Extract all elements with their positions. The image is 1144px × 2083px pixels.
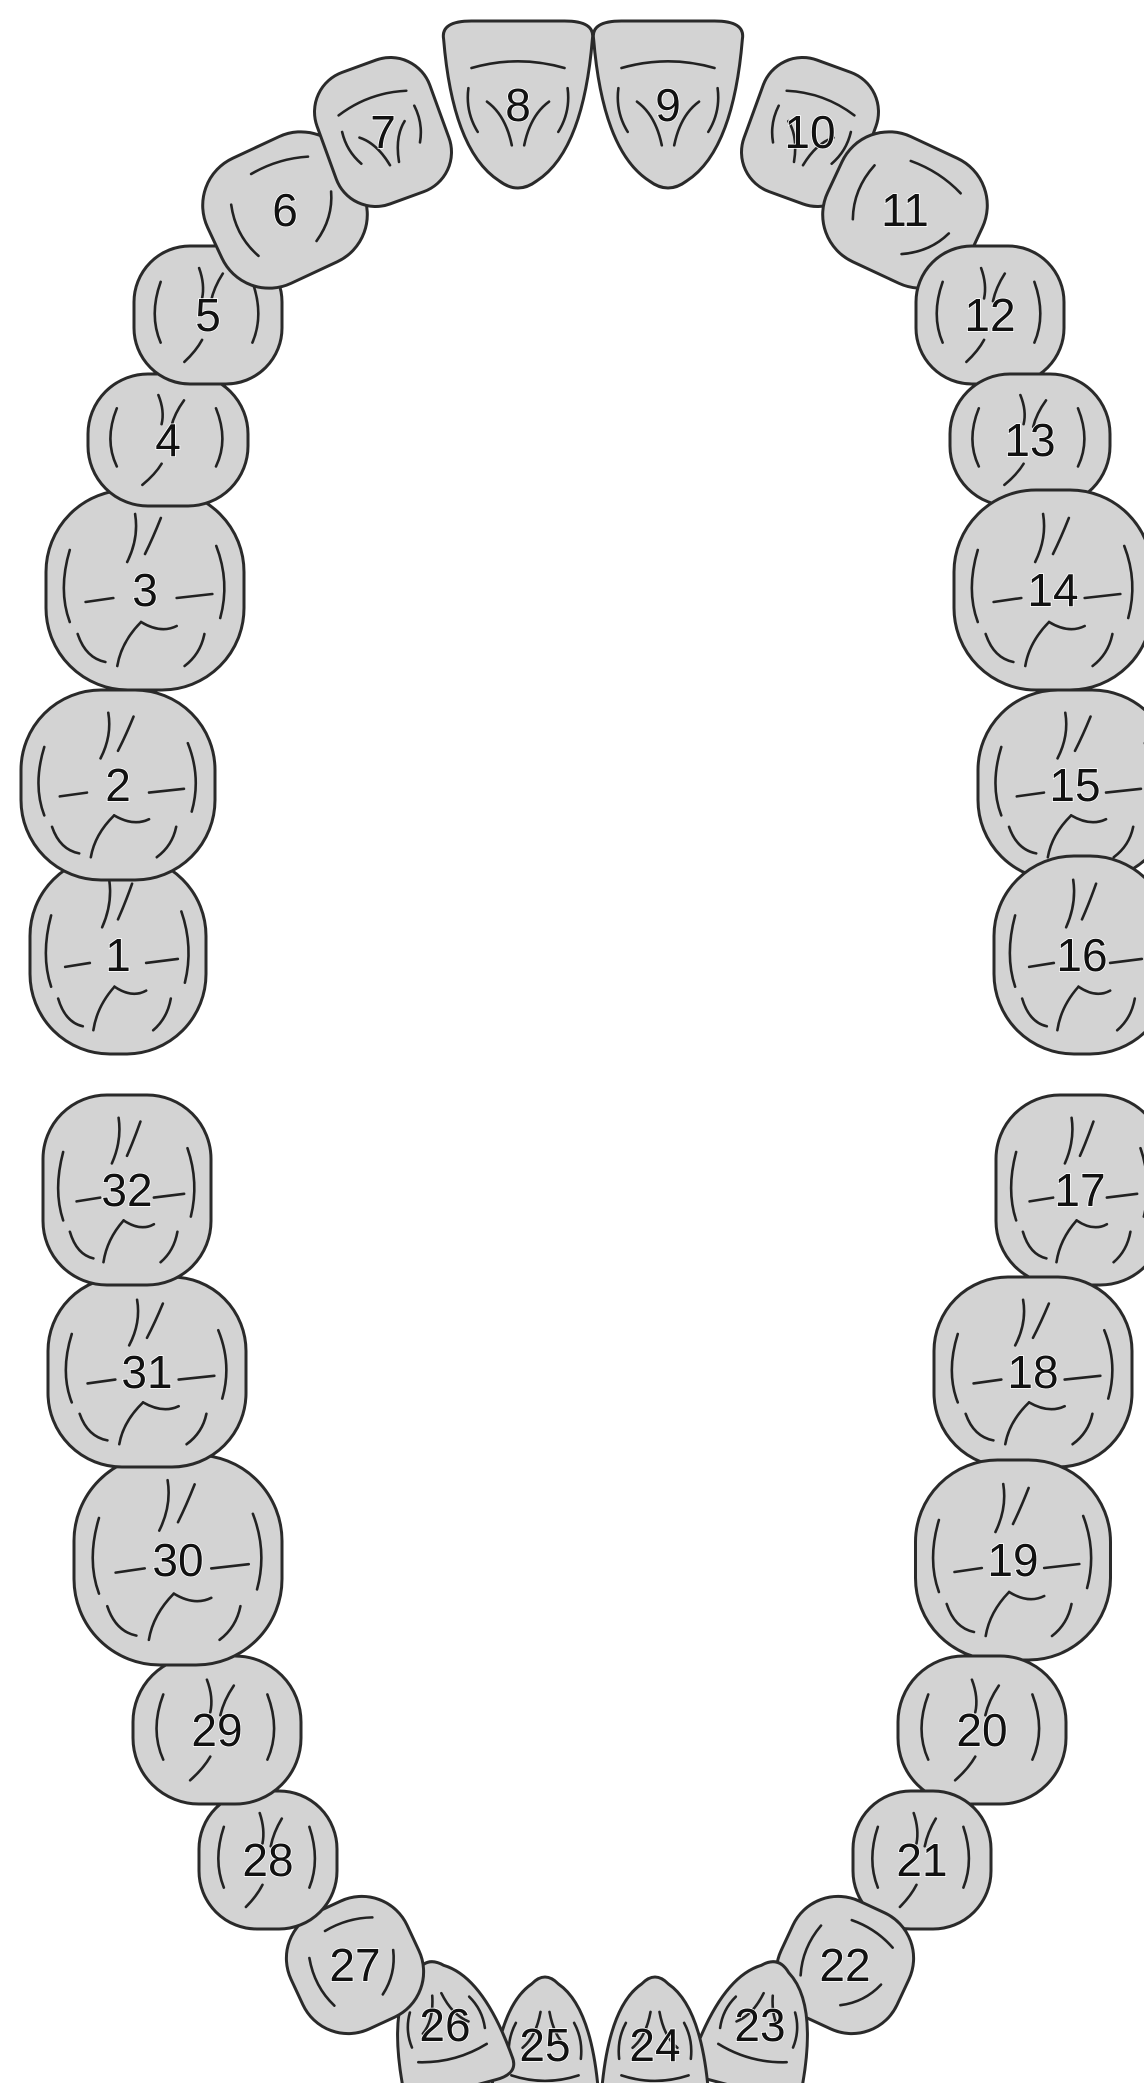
tooth-2[interactable]: 2 [21,690,215,880]
tooth-number-label: 9 [655,79,681,131]
tooth-number-label: 1 [105,929,131,981]
tooth-number-label: 16 [1056,929,1107,981]
tooth-number-label: 7 [370,106,396,158]
tooth-29[interactable]: 29 [133,1656,301,1804]
tooth-number-label: 23 [734,1999,785,2051]
tooth-1[interactable]: 1 [30,856,206,1054]
tooth-number-label: 25 [519,2019,570,2071]
tooth-number-label: 8 [505,79,531,131]
teeth-group: 1234567891011121314151617181920212223242… [21,21,1144,2083]
tooth-12[interactable]: 12 [916,246,1064,384]
tooth-17[interactable]: 17 [996,1095,1144,1285]
tooth-32[interactable]: 32 [43,1095,211,1285]
tooth-24[interactable]: 24 [601,1977,709,2083]
tooth-8[interactable]: 8 [443,21,592,188]
tooth-number-label: 14 [1027,564,1078,616]
tooth-number-label: 31 [121,1346,172,1398]
tooth-number-label: 22 [819,1939,870,1991]
tooth-number-label: 4 [155,414,181,466]
tooth-number-label: 24 [629,2019,680,2071]
tooth-14[interactable]: 14 [954,490,1144,690]
tooth-31[interactable]: 31 [48,1277,246,1467]
tooth-number-label: 32 [101,1164,152,1216]
tooth-number-label: 20 [956,1704,1007,1756]
tooth-number-label: 5 [195,289,221,341]
tooth-number-label: 29 [191,1704,242,1756]
tooth-20[interactable]: 20 [898,1656,1066,1804]
tooth-number-label: 2 [105,759,131,811]
tooth-18[interactable]: 18 [934,1277,1132,1467]
tooth-number-label: 17 [1054,1164,1105,1216]
tooth-19[interactable]: 19 [916,1460,1111,1660]
tooth-number-label: 30 [152,1534,203,1586]
tooth-number-label: 21 [896,1834,947,1886]
tooth-16[interactable]: 16 [994,856,1144,1054]
tooth-3[interactable]: 3 [46,490,244,690]
tooth-number-label: 19 [987,1534,1038,1586]
tooth-28[interactable]: 28 [199,1791,337,1929]
tooth-13[interactable]: 13 [950,374,1110,506]
tooth-number-label: 18 [1007,1346,1058,1398]
tooth-number-label: 11 [881,184,929,236]
tooth-number-label: 27 [329,1939,380,1991]
tooth-number-label: 15 [1049,759,1100,811]
tooth-9[interactable]: 9 [593,21,742,188]
tooth-number-label: 13 [1004,414,1055,466]
tooth-number-label: 12 [964,289,1015,341]
tooth-15[interactable]: 15 [978,690,1144,880]
tooth-number-label: 6 [272,184,298,236]
tooth-30[interactable]: 30 [74,1455,282,1665]
tooth-number-label: 3 [132,564,158,616]
tooth-4[interactable]: 4 [88,374,248,506]
tooth-number-label: 28 [242,1834,293,1886]
tooth-number-label: 26 [419,1999,470,2051]
tooth-number-label: 10 [784,106,835,158]
